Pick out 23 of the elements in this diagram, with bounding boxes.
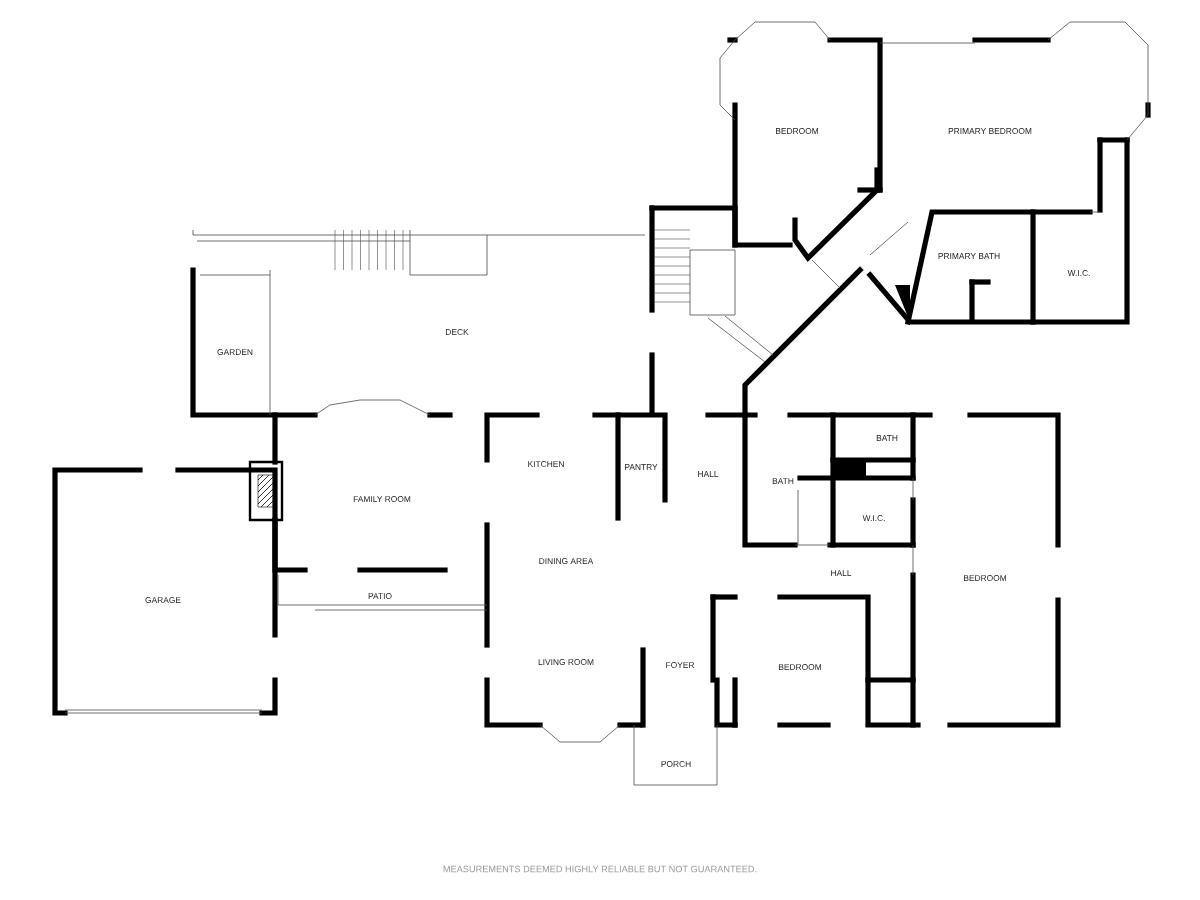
room-label: W.I.C.	[1067, 270, 1090, 276]
footer-note: MEASUREMENTS DEEMED HIGHLY RELIABLE BUT NOT GUARANTEED.	[443, 865, 757, 873]
room-label: PRIMARY BEDROOM	[948, 128, 1032, 134]
room-label: GARDEN	[217, 349, 253, 355]
room-label: W.I.C.	[862, 515, 885, 521]
room-label: HALL	[831, 570, 852, 576]
room-label: BATH	[772, 478, 794, 484]
room-label: BEDROOM	[779, 664, 821, 670]
room-label: BATH	[876, 435, 898, 441]
room-label: KITCHEN	[528, 461, 564, 467]
room-label: LIVING ROOM	[538, 659, 594, 665]
room-label: DINING AREA	[539, 558, 594, 564]
room-label: PANTRY	[625, 464, 658, 470]
room-label: DECK	[446, 329, 469, 335]
room-label: HALL	[698, 471, 719, 477]
room-label: FOYER	[666, 662, 695, 668]
room-label: GARAGE	[145, 597, 181, 603]
room-label: BEDROOM	[964, 575, 1006, 581]
room-label: PORCH	[661, 761, 691, 767]
room-label: PATIO	[368, 593, 392, 599]
room-label: PRIMARY BATH	[938, 253, 1000, 259]
room-label: FAMILY ROOM	[353, 496, 411, 502]
room-label: BEDROOM	[776, 128, 818, 134]
